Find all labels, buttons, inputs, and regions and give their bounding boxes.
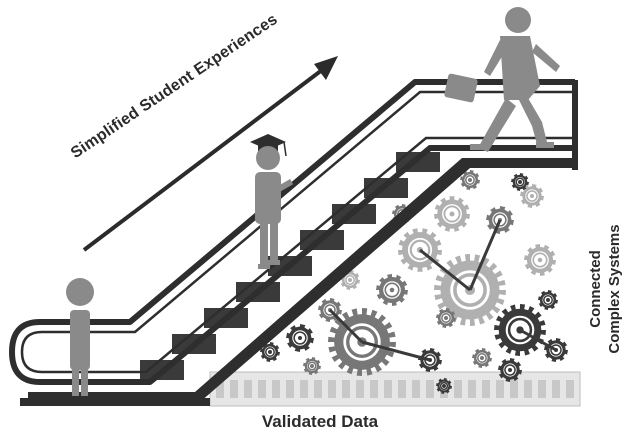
gear-icon xyxy=(511,173,529,191)
gear-icon xyxy=(303,357,321,375)
conveyor-belt xyxy=(209,371,581,407)
handrail xyxy=(9,79,575,385)
arrow-icon xyxy=(82,56,338,252)
gear-icon xyxy=(524,244,556,276)
gear-icon xyxy=(376,274,408,306)
handrail-inner xyxy=(20,90,575,374)
gear-icon xyxy=(434,196,470,232)
gear-icon xyxy=(520,184,544,208)
person-standing-icon xyxy=(66,278,94,396)
gear-icon xyxy=(498,358,522,382)
gear-icon xyxy=(472,348,492,368)
gear-icon xyxy=(538,290,558,310)
label-connected: Connected xyxy=(587,250,604,328)
label-complex-systems: Complex Systems xyxy=(606,224,623,354)
gear-icon xyxy=(286,324,314,352)
gear-icon xyxy=(436,308,456,328)
gear-cluster xyxy=(260,170,568,394)
gear-icon xyxy=(436,378,452,394)
gear-icon xyxy=(260,342,280,362)
graduate-icon xyxy=(250,134,294,269)
businessman-icon xyxy=(444,7,560,152)
gear-icon xyxy=(460,170,480,190)
label-validated-data: Validated Data xyxy=(261,412,379,431)
